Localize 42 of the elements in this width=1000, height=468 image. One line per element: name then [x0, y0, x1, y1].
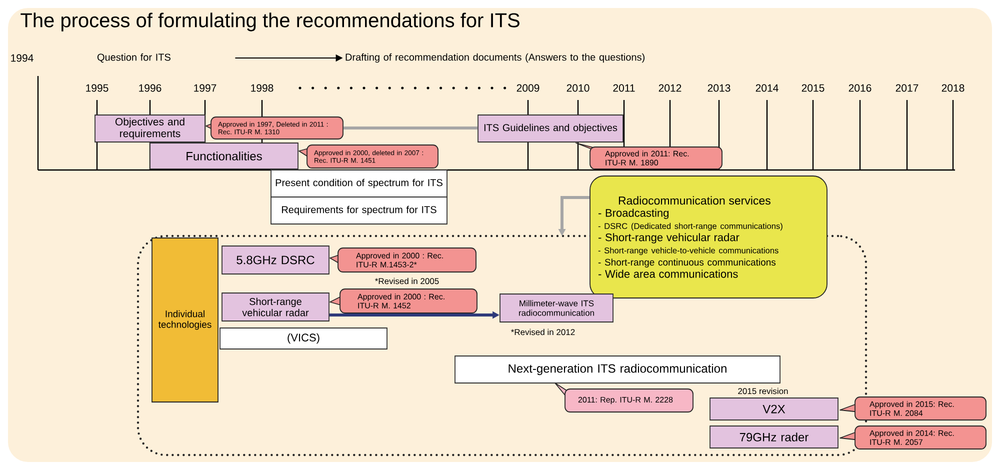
year-label: 2012 [658, 84, 682, 92]
caption-text: Drafting of recommendation documents (Answers to the questions) [346, 53, 644, 63]
callout-bubble: Approved in 2000 : Rec. ITU-R M. 1452 [330, 288, 478, 314]
year-label: 2016 [848, 84, 872, 92]
year-label: 1998 [251, 84, 274, 92]
callout-bubble: Approved in 2014: Rec. ITU-R M. 2057 [840, 426, 986, 450]
process-box: Requirements for spectrum for ITS [270, 196, 448, 224]
title: The process of formulating the recommendations for ITS [20, 12, 520, 32]
connector-line [343, 126, 478, 130]
year-label: 2018 [942, 84, 964, 92]
category-box: Individual technologies [152, 238, 218, 402]
year-label: 1994 [11, 54, 34, 62]
year-label: 1996 [139, 84, 162, 92]
process-box: (VICS) [220, 328, 388, 350]
callout-bubble: Approved in 2000 : Rec. ITU-R M.1453-2* [330, 248, 476, 272]
process-box: Functionalities [150, 142, 298, 170]
note-text: *Revised in 2012 [511, 328, 575, 336]
process-box: 79GHz rader [710, 426, 838, 448]
services-box: Radiocommunication services - Broadcasting - DSRC (Dedicated short-range communications) - Short-range vehicular radar - Short-range vehicle-to-vehicle communications - Short-range continuous communications - Wide area communications [590, 176, 828, 298]
year-label: 2013 [708, 84, 730, 92]
process-box: Present condition of spectrum for ITS [270, 170, 448, 198]
note-text: 2015 revision [738, 388, 788, 394]
year-label: 2017 [896, 84, 918, 92]
year-label: 1995 [86, 84, 108, 92]
year-label: 2014 [756, 84, 778, 92]
callout-bubble: Approved in 2011: Rec. ITU-R M. 1890 [576, 142, 722, 170]
process-box: ITS Guidelines and objectives [478, 114, 624, 142]
callout-bubble: Approved in 2015: Rec. ITU-R M. 2084 [840, 396, 986, 420]
callout-bubble: 2011: Rep. ITU-R M. 2228 [554, 382, 694, 412]
year-label: 2010 [566, 84, 590, 92]
process-box: 5.8GHz DSRC [222, 246, 330, 274]
process-box: Millimeter-wave ITS radiocommunication [500, 294, 614, 322]
year-label: 2009 [516, 84, 540, 92]
caption-text: Question for ITS [97, 53, 170, 63]
year-label: 2011 [613, 84, 635, 92]
process-box: Short-range vehicular radar [222, 292, 330, 322]
process-box: Next-generation ITS radiocommunication [454, 356, 780, 384]
year-label: 1997 [194, 84, 216, 92]
process-box: Objectives and requirements [94, 114, 206, 142]
process-box: V2X [710, 398, 838, 420]
year-label: 2015 [802, 84, 824, 92]
note-text: *Revised in 2005 [375, 278, 439, 284]
